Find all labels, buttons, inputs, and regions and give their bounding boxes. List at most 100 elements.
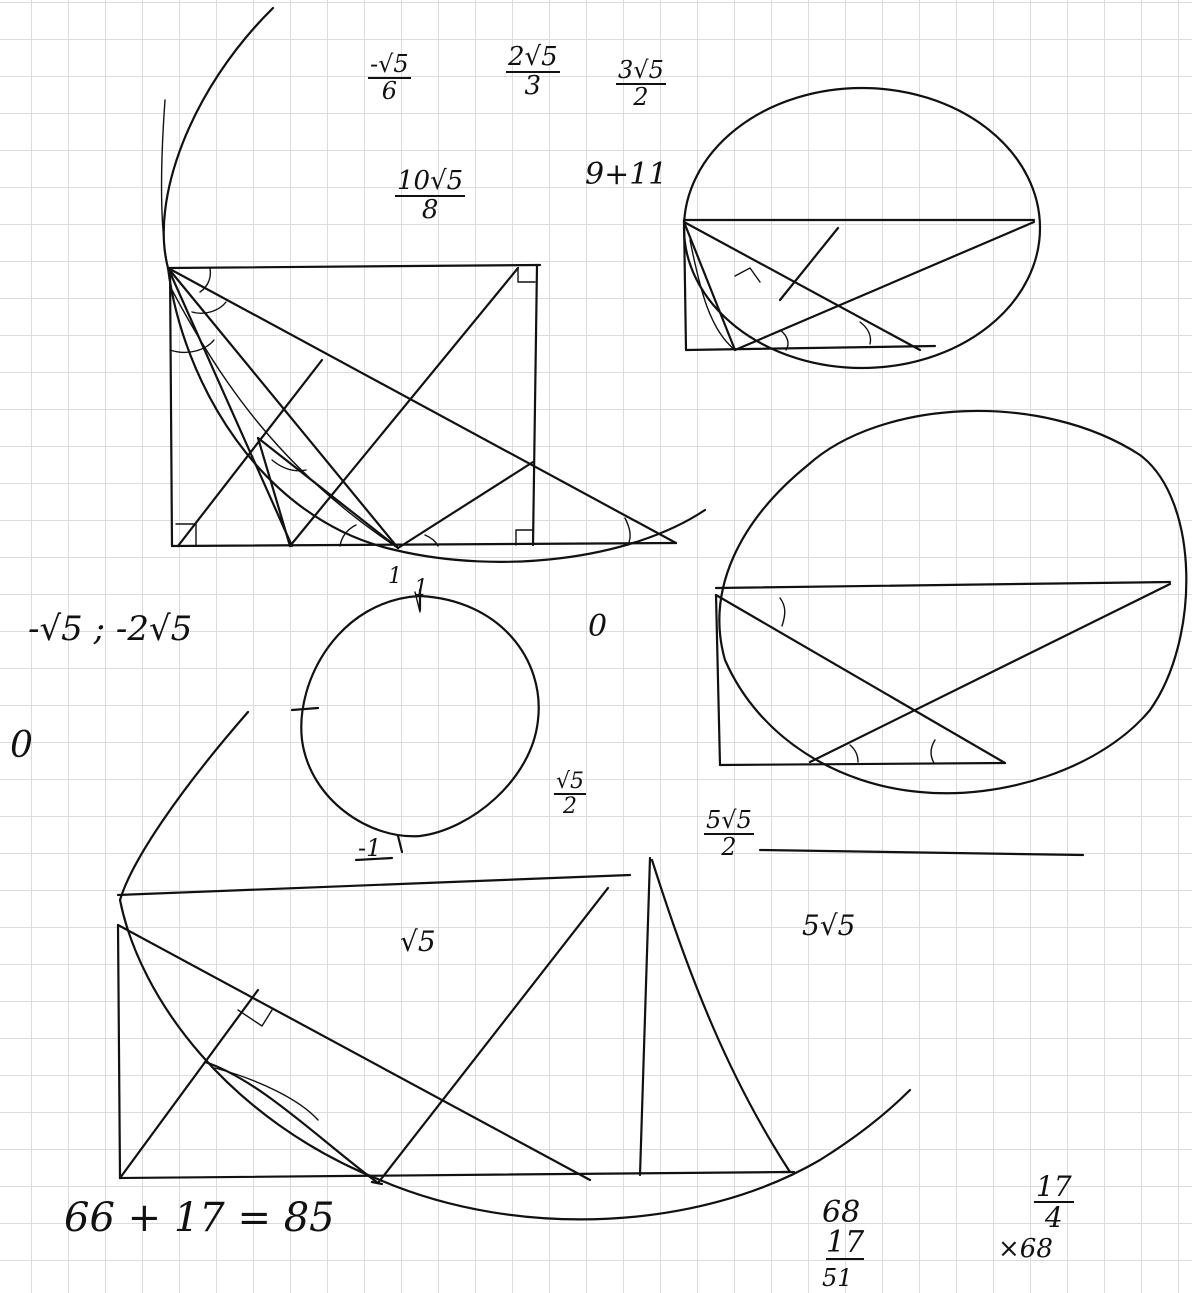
- chord-to-point-1: [166, 266, 400, 550]
- fraction-minus-sqrt5-over-6: -√5 6: [368, 50, 411, 106]
- ellipse-left-side: [682, 218, 688, 352]
- fraction-numerator: √5: [554, 769, 587, 796]
- segment-foot: [256, 436, 292, 548]
- column-subtraction-bottom: 51: [822, 1264, 853, 1292]
- ellipse-diag-3: [682, 220, 737, 352]
- fraction-numerator: -√5: [368, 50, 411, 80]
- fraction-denominator: 2: [633, 83, 649, 112]
- fraction-denominator: 4: [1044, 1201, 1063, 1235]
- fraction-numerator: 3√5: [616, 56, 666, 86]
- ellipse-angle-mark-1: [779, 329, 789, 351]
- circle-right-diag-2: [808, 582, 1172, 764]
- ellipse-top-right: [682, 86, 1042, 370]
- square-bottom-side: [170, 541, 678, 548]
- column-subtraction-mid: 17: [826, 1225, 865, 1260]
- angle-mark-top-wide: [191, 301, 227, 314]
- fraction-3sqrt5-over-2: 3√5 2: [616, 56, 666, 112]
- unit-circle-tick-bottom: [396, 834, 404, 854]
- fraction-denominator: 2: [721, 833, 737, 862]
- ellipse-diag-1: [682, 220, 922, 352]
- bottom-sail-curve: [650, 858, 792, 1174]
- note-9-plus-11: 9+11: [585, 157, 668, 192]
- circle-right-angle-2: [849, 744, 859, 763]
- bottom-right-angle: [237, 1009, 273, 1027]
- bottom-vertical: [638, 856, 652, 1177]
- bottom-inner-curve-2: [214, 1067, 319, 1121]
- figure-bottom-arc: [116, 710, 912, 1221]
- circle-right-chord: [714, 580, 1172, 590]
- fraction-denominator: 8: [421, 195, 439, 226]
- inner-curve: [171, 289, 399, 549]
- fraction-numerator: 2√5: [506, 42, 560, 74]
- fraction-17-over-4: 17 4: [1034, 1172, 1074, 1233]
- figure-ellipse-top: [682, 86, 1042, 370]
- square-left-side: [168, 266, 174, 548]
- fraction-numerator: 5√5: [704, 806, 754, 836]
- circle-right-angle-1: [779, 597, 786, 627]
- note-zero-middle: 0: [588, 609, 608, 644]
- bottom-point-mark: [370, 1180, 384, 1186]
- chord-steep: [166, 266, 294, 548]
- ellipse-diag-4: [778, 226, 840, 302]
- figure-square-arc: [160, 6, 707, 613]
- bottom-inner-curve: [203, 1060, 380, 1185]
- bottom-diagonal-long: [116, 923, 592, 1182]
- segment-to-1: [256, 436, 400, 550]
- note-5sqrt5: 5√5: [802, 909, 856, 942]
- fraction-denominator: 2: [563, 794, 577, 820]
- big-arc-figure1: [162, 6, 707, 563]
- label-one-on-axis: 1: [388, 564, 402, 589]
- fraction-10sqrt5-over-8: 10√5 8: [395, 166, 466, 226]
- ellipse-right-angle: [734, 267, 761, 283]
- diag-cross: [288, 266, 520, 548]
- label-minus-one: -1: [358, 834, 382, 862]
- figure-circle-right: [714, 409, 1188, 857]
- circle-right-diag-1: [714, 593, 1007, 765]
- ellipse-diag-2: [733, 220, 1036, 352]
- bottom-base: [118, 1170, 792, 1180]
- figure-unit-circle: [290, 588, 540, 862]
- fraction-2sqrt5-over-3: 2√5 3: [506, 42, 560, 102]
- fraction-denominator: 6: [381, 77, 397, 106]
- angle-mark-bottom-right: [624, 517, 631, 546]
- unit-circle: [300, 594, 540, 838]
- angle-mark-inner: [271, 459, 307, 472]
- circle-right-angle-3: [930, 739, 936, 764]
- fraction-numerator: 17: [1034, 1170, 1074, 1204]
- fraction-5sqrt5-over-2: 5√5 2: [704, 806, 754, 862]
- fraction-numerator: 10√5: [395, 166, 466, 198]
- long-diagonal: [166, 266, 678, 545]
- bottom-top-side: [116, 873, 632, 897]
- bottom-big-arc: [118, 710, 912, 1221]
- angle-mark-bottom-mid: [339, 524, 357, 547]
- long-horizontal-line: [758, 848, 1085, 857]
- diag-small: [396, 460, 535, 550]
- column-subtraction-top: 68: [822, 1195, 861, 1230]
- bottom-left-side: [116, 923, 122, 1180]
- circle-right-left-side: [714, 593, 722, 767]
- fraction-sqrt5-over-2: √5 2: [554, 769, 587, 820]
- note-times-68: ×68: [998, 1234, 1053, 1264]
- angle-mark-top: [199, 267, 212, 293]
- bottom-diag-left: [118, 988, 260, 1180]
- unit-circle-tick-left: [290, 706, 320, 712]
- square-right-side: [531, 263, 539, 547]
- ellipse-inner-curve: [689, 239, 736, 351]
- note-sqrt5: √5: [400, 925, 436, 958]
- angle-mark-at-1: [424, 534, 439, 547]
- fraction-denominator: 3: [524, 71, 542, 102]
- minus-one-bar: [354, 856, 394, 862]
- note-zero-left: 0: [10, 725, 33, 766]
- diag-bottom-left: [176, 358, 324, 548]
- ellipse-angle-mark-2: [859, 321, 872, 345]
- square-top-side: [166, 263, 542, 270]
- ellipse-bottom-side: [684, 344, 937, 352]
- circle-right-outline: [718, 409, 1188, 795]
- note-sum-line: 66 + 17 = 85: [64, 1195, 335, 1241]
- bottom-diag-right: [376, 886, 610, 1185]
- angle-mark-left: [169, 339, 215, 354]
- label-one-top: 1: [414, 576, 428, 601]
- right-angle-bottom-mid: [515, 529, 534, 546]
- right-angle-bottom-left: [175, 523, 197, 547]
